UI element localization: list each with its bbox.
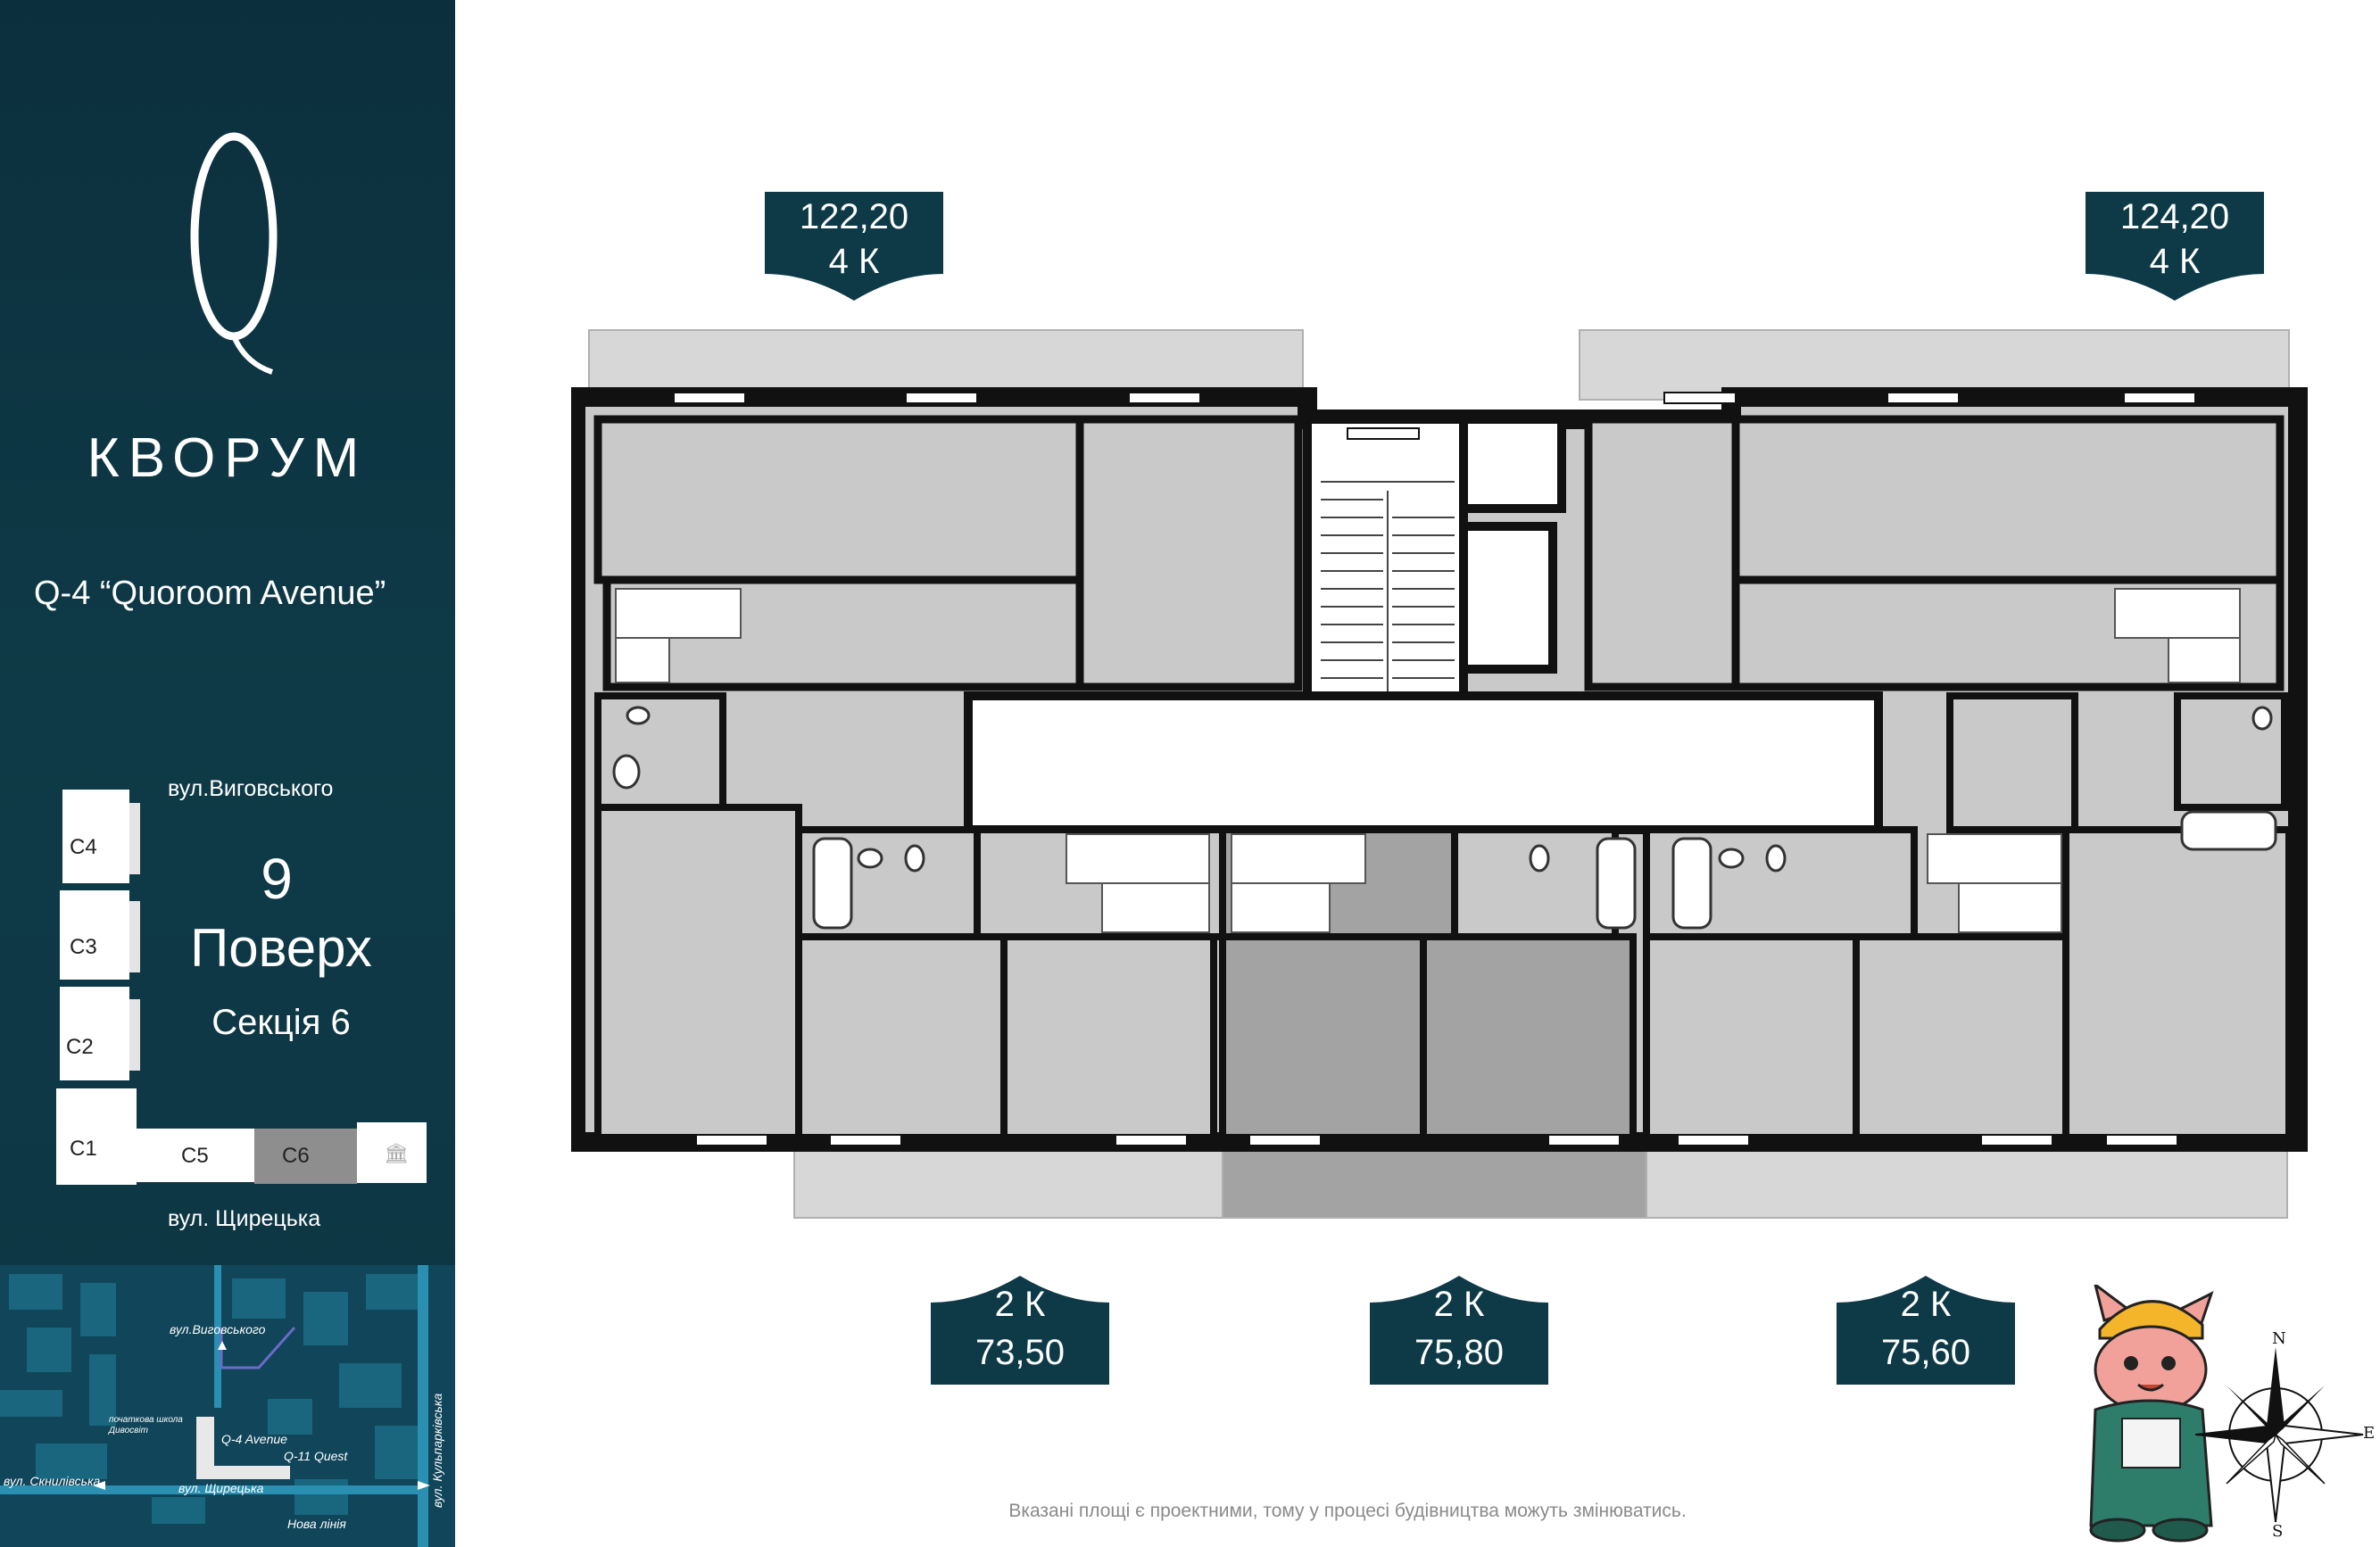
apartment-area: 73,50 [974,1333,1066,1372]
map-label-vygovskoho: вул.Виговського [170,1322,266,1336]
apartment-badge-bottom-2[interactable]: 2 К 75,80 [1370,1276,1548,1385]
floor-plan [571,329,2308,1219]
badge-shape [765,192,943,301]
badge-shape [2086,192,2264,301]
section-c4[interactable]: C4 [70,835,97,859]
apartment-badge-bottom-3[interactable]: 2 К 75,60 [1837,1276,2015,1385]
floor-number: 9 [261,847,293,911]
apartment-area: 122,20 [799,197,909,236]
building-icon: 🏛 [384,1143,409,1165]
apartment-badge-top-left[interactable]: 122,20 4 К [765,192,943,301]
map-label-q11: Q-11 Quest [284,1449,348,1463]
mascot-builder-cat-icon [2089,1285,2214,1543]
apartment-rooms: 2 К [1433,1285,1485,1324]
brand-name: КВОРУМ [87,427,369,489]
apartment-rooms: 2 К [1900,1285,1952,1324]
section-c6-highlight [254,1129,357,1184]
apartment-badge-top-right[interactable]: 124,20 4 К [2086,192,2264,301]
section-c2[interactable]: C2 [66,1035,94,1059]
section-label: Секція 6 [211,1003,351,1042]
apartment-rooms: 4 К [828,242,880,281]
compass-north: N [2272,1329,2286,1348]
sidebar: КВОРУМ Q-4 “Quoroom Avenue” вул.Виговськ… [0,0,455,1547]
apartment-area: 75,80 [1414,1333,1505,1372]
map-label-sknylivska: вул. Скнилівська [4,1474,101,1488]
badge-shape [931,1276,1109,1385]
street-label-bottom: вул. Щирецька [168,1206,321,1231]
balcony-bottom-2 [1222,1141,1647,1219]
floor-label: Поверх [190,918,372,978]
map-label-q4: Q-4 Avenue [221,1432,287,1446]
section-c6[interactable]: C6 [282,1144,310,1168]
street-label-top: вул.Виговського [168,776,334,801]
map-label-school-2: Дивосвіт [109,1426,148,1435]
badge-shape [1370,1276,1548,1385]
apartment-badge-bottom-1[interactable]: 2 К 73,50 [931,1276,1109,1385]
map-label-school: початкова школа [109,1415,183,1425]
section-c5[interactable]: C5 [181,1144,209,1168]
map-label-kulparkivska: вул. Кульпарківська [430,1393,444,1508]
apartment-rooms: 2 К [994,1285,1046,1324]
section-c3[interactable]: C3 [70,935,97,959]
balcony-bottom-1 [793,1141,1223,1219]
compass-east: E [2363,1424,2376,1443]
apartment-area: 124,20 [2119,197,2230,236]
map-label-nova-liniia: Нова лінія [287,1517,346,1531]
disclaimer: Вказані площі є проектними, тому у проце… [1008,1501,1687,1521]
project-title: Q-4 “Quoroom Avenue” [34,575,386,612]
apartment-area: 75,60 [1880,1333,1971,1372]
section-key-plan: 🏛 [56,790,427,1185]
location-map [0,1265,455,1547]
quorum-logo-icon [190,132,278,375]
balcony-bottom-3 [1646,1141,2288,1219]
corridor [964,691,1883,834]
compass-south: S [2272,1522,2284,1541]
section-c1[interactable]: C1 [70,1137,97,1161]
compass-rose: N E S [2188,1329,2376,1543]
badge-shape [1837,1276,2015,1385]
map-label-shchyretska: вул. Щирецька [178,1481,264,1495]
apartment-rooms: 4 К [2149,242,2201,281]
compass-rose-icon [2188,1347,2364,1523]
